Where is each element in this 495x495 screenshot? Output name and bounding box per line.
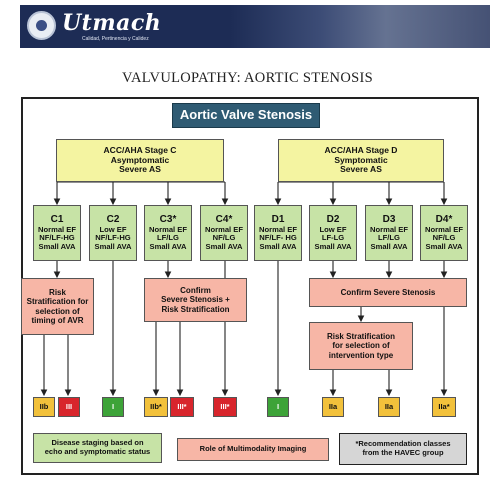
box-line: Severe Stenosis + <box>161 295 230 305</box>
box-line: timing of AVR <box>31 315 84 325</box>
recommendation-badge: IIa* <box>432 397 456 417</box>
legend-line: Role of Multimodality Imaging <box>199 444 307 454</box>
page-title: VALVULOPATHY: AORTIC STENOSIS <box>122 70 373 86</box>
substage-line: Normal EF <box>205 224 243 234</box>
substage-c4: C4* Normal EF NF/LG Small AVA <box>200 205 248 261</box>
substage-line: NF/LG <box>432 233 456 243</box>
legend-line: *Recommendation classes <box>355 439 451 449</box>
substage-line: Small AVA <box>259 242 297 252</box>
substage-line: Normal EF <box>259 224 297 234</box>
substage-c1: C1 Normal EF NF/LF-HG Small AVA <box>33 205 81 261</box>
substage-code: C4* <box>215 214 233 226</box>
stage-d-line3: Severe AS <box>340 164 382 175</box>
stage-d-line2: Symptomatic <box>334 154 388 165</box>
substage-line: Normal EF <box>370 224 408 234</box>
substage-line: Small AVA <box>314 242 352 252</box>
banner-photo <box>230 5 490 48</box>
box-line: for selection of <box>332 341 390 351</box>
substage-line: Small AVA <box>149 242 187 252</box>
substage-code: D2 <box>326 214 340 226</box>
substage-line: Small AVA <box>370 242 408 252</box>
recommendation-badge: IIb* <box>144 397 168 417</box>
logo-text: Utmach <box>62 10 162 36</box>
box-line: Confirm Severe Stenosis <box>340 287 436 297</box>
header-banner: Utmach Calidad, Pertinencia y Calidez <box>20 5 490 48</box>
substage-line: Normal EF <box>38 224 76 234</box>
substage-line: NF/LF- HG <box>259 233 297 243</box>
substage-code: D1 <box>271 214 285 226</box>
substage-line: Small AVA <box>94 242 132 252</box>
substage-line: Small AVA <box>425 242 463 252</box>
stage-c-line3: Severe AS <box>119 164 161 175</box>
box-line: intervention type <box>328 350 394 360</box>
recommendation-badge: I <box>267 397 289 417</box>
confirm-severe-stenosis-box: Confirm Severe Stenosis <box>309 278 467 307</box>
stage-d-line1: ACC/AHA Stage D <box>324 144 398 155</box>
confirm-severe-risk-box: Confirm Severe Stenosis + Risk Stratific… <box>144 278 247 322</box>
substage-line: Normal EF <box>425 224 463 234</box>
legend-imaging: Role of Multimodality Imaging <box>177 438 329 461</box>
substage-line: Small AVA <box>38 242 76 252</box>
substage-line: LF/LG <box>378 233 400 243</box>
recommendation-badge: IIa <box>378 397 400 417</box>
stage-d-box: ACC/AHA Stage D Symptomatic Severe AS <box>278 139 444 182</box>
substage-code: C1 <box>50 214 64 226</box>
risk-stratification-intervention-box: Risk Stratification for selection of int… <box>309 322 413 370</box>
substage-code: C3* <box>159 214 177 226</box>
legend-line: Disease staging based on <box>51 438 144 448</box>
risk-stratification-timing-box: Risk Stratification for selection of tim… <box>21 278 94 335</box>
recommendation-badge: III* <box>213 397 237 417</box>
substage-d1: D1 Normal EF NF/LF- HG Small AVA <box>254 205 302 261</box>
substage-code: D3 <box>382 214 396 226</box>
recommendation-badge: III <box>58 397 80 417</box>
substage-d2: D2 Low EF LF-LG Small AVA <box>309 205 357 261</box>
box-line: Stratification for <box>26 297 89 307</box>
stage-c-line1: ACC/AHA Stage C <box>103 144 177 155</box>
diagram-title: Aortic Valve Stenosis <box>172 103 320 128</box>
box-line: Risk <box>49 288 66 298</box>
legend-line: echo and symptomatic status <box>44 447 151 456</box>
box-line: selection of <box>35 306 80 316</box>
substage-line: Low EF <box>319 224 347 234</box>
box-line: Risk Stratification <box>326 332 395 342</box>
legend-staging: Disease staging based on echo and sympto… <box>33 433 162 463</box>
legend-line: from the HAVEC group <box>362 448 444 457</box>
recommendation-badge: IIa <box>322 397 344 417</box>
substage-d3: D3 Normal EF LF/LG Small AVA <box>365 205 413 261</box>
recommendation-badge: III* <box>170 397 194 417</box>
substage-line: Normal EF <box>149 224 187 234</box>
substage-line: NF/LG <box>212 233 236 243</box>
substage-line: Small AVA <box>205 242 243 252</box>
logo-tagline: Calidad, Pertinencia y Calidez <box>82 36 149 42</box>
university-seal-icon <box>27 11 56 40</box>
substage-c2: C2 Low EF NF/LF-HG Small AVA <box>89 205 137 261</box>
substage-code: D4* <box>435 214 453 226</box>
substage-code: C2 <box>106 214 120 226</box>
substage-line: NF/LF-HG <box>95 233 131 243</box>
substage-line: NF/LF-HG <box>39 233 75 243</box>
stage-c-line2: Asymptomatic <box>110 154 170 165</box>
substage-line: LF-LG <box>321 233 345 243</box>
stage-c-box: ACC/AHA Stage C Asymptomatic Severe AS <box>56 139 224 182</box>
substage-line: LF/LG <box>157 233 179 243</box>
box-line: Confirm <box>180 286 211 296</box>
substage-c3: C3* Normal EF LF/LG Small AVA <box>144 205 192 261</box>
recommendation-badge: I <box>102 397 124 417</box>
box-line: Risk Stratification <box>161 304 230 314</box>
legend-classes: *Recommendation classes from the HAVEC g… <box>339 433 467 465</box>
substage-d4: D4* Normal EF NF/LG Small AVA <box>420 205 468 261</box>
substage-line: Low EF <box>99 224 127 234</box>
recommendation-badge: IIb <box>33 397 55 417</box>
